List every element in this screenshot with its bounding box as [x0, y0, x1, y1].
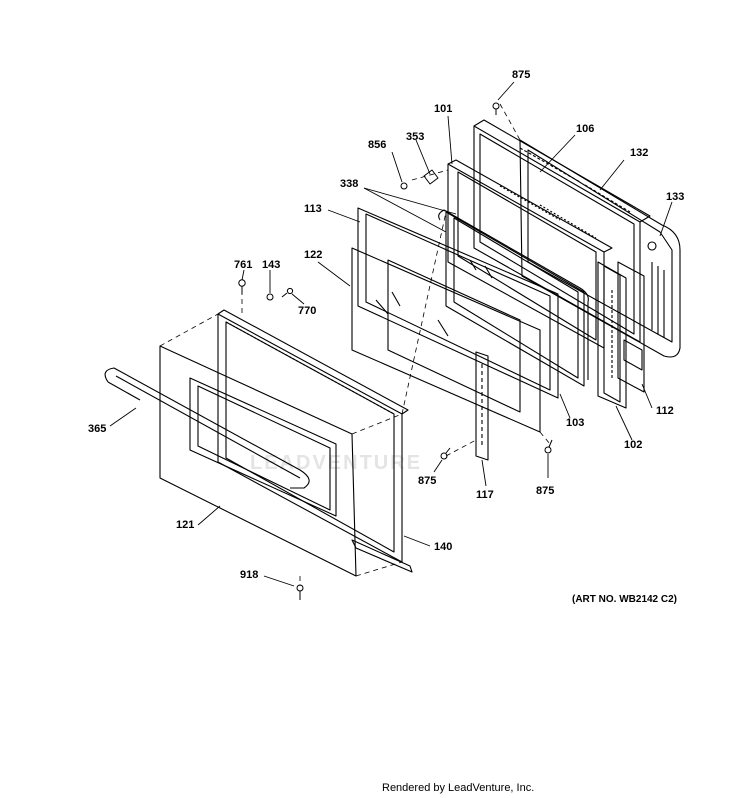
callout-103: 103 [566, 417, 584, 429]
art-number: (ART NO. WB2142 C2) [572, 594, 678, 605]
glass-113 [357, 207, 559, 399]
callout-140: 140 [434, 541, 452, 553]
window-pack-103 [438, 209, 589, 387]
callout-121: 121 [176, 519, 194, 531]
callout-106: 106 [576, 123, 594, 135]
callout-875-right: 875 [536, 485, 554, 497]
callout-143: 143 [262, 259, 280, 271]
callout-labels: 875 101 106 353 856 132 338 133 113 122 … [88, 69, 684, 581]
outer-door-121 [159, 345, 357, 577]
insulation-frame-132 [473, 119, 651, 343]
callout-353: 353 [406, 131, 424, 143]
callout-117: 117 [476, 489, 494, 501]
callout-132: 132 [630, 147, 648, 159]
callout-856: 856 [368, 139, 386, 151]
side-channel-112 [617, 261, 645, 393]
door-frame-140 [217, 309, 413, 573]
handle-365 [104, 367, 310, 489]
callout-918: 918 [240, 569, 258, 581]
callout-101: 101 [434, 103, 452, 115]
leader-lines [109, 81, 673, 587]
watermark: LEADVENTURE [250, 452, 423, 474]
render-credit: Rendered by LeadVenture, Inc. [382, 782, 535, 794]
fasteners [238, 102, 553, 600]
vent-strip-117 [475, 351, 489, 461]
callout-133: 133 [666, 191, 684, 203]
callout-875-top: 875 [512, 69, 530, 81]
callout-122: 122 [304, 249, 322, 261]
side-channel-102 [597, 261, 627, 409]
callout-338: 338 [340, 178, 358, 190]
callout-875-left: 875 [418, 475, 436, 487]
rear-panel-133 [519, 139, 681, 358]
inner-liner-106 [447, 159, 613, 349]
callout-102: 102 [624, 439, 642, 451]
callout-761: 761 [234, 259, 252, 271]
callout-365: 365 [88, 423, 106, 435]
callout-770: 770 [298, 305, 316, 317]
callout-112: 112 [656, 405, 674, 417]
callout-113: 113 [304, 203, 322, 215]
